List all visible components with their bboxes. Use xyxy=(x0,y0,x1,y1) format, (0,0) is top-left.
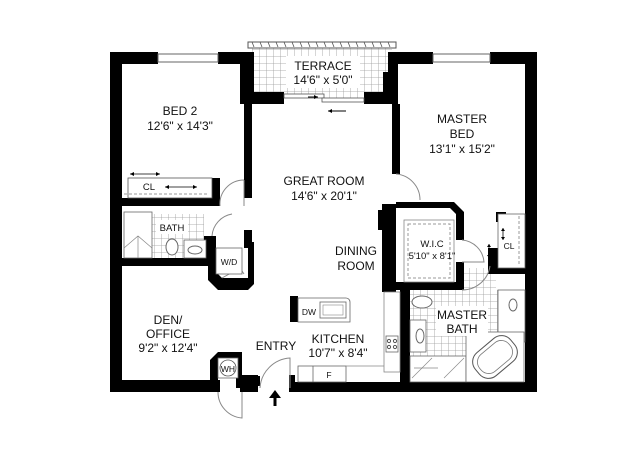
den-label-1: DEN/ xyxy=(154,313,183,327)
den-size: 9'2" x 12'4" xyxy=(138,341,197,355)
bed2-label: BED 2 xyxy=(163,104,198,118)
bed2-size: 12'6" x 14'3" xyxy=(147,119,213,133)
washer-dryer-box xyxy=(215,247,243,275)
great-room-size: 14'6" x 20'1" xyxy=(291,189,357,203)
terrace-size: 14'6" x 5'0" xyxy=(293,73,352,87)
bed2-closet-label: CL xyxy=(143,182,155,193)
terrace-railing xyxy=(247,41,397,49)
water-heater-icon xyxy=(219,359,237,377)
entry-arrow-icon xyxy=(269,390,281,406)
master-closet[interactable] xyxy=(487,213,526,269)
dishwasher-label: DW xyxy=(302,307,316,317)
bath-label: BATH xyxy=(160,223,185,234)
master-closet-label: CL xyxy=(504,241,515,251)
master-bath-label-2: BATH xyxy=(446,322,477,336)
terrace-label: TERRACE xyxy=(294,59,351,73)
fridge-label: F xyxy=(326,370,331,380)
room-labels: TERRACE 14'6" x 5'0" BED 2 12'6" x 14'3"… xyxy=(138,56,515,380)
dining-label-2: ROOM xyxy=(337,259,374,273)
entry-label: ENTRY xyxy=(256,339,296,353)
windows xyxy=(157,53,491,63)
kitchen-label: KITCHEN xyxy=(312,332,365,346)
wic-size: 5'10" x 8'1" xyxy=(409,251,456,262)
wic-interior xyxy=(403,219,455,283)
kitchen-fixtures xyxy=(297,291,401,383)
door-swings xyxy=(211,173,491,419)
bed2-closet[interactable] xyxy=(124,172,213,199)
master-bed-label-1: MASTER xyxy=(437,112,487,126)
master-bath-label-1: MASTER xyxy=(437,308,487,322)
great-room-label: GREAT ROOM xyxy=(284,174,365,188)
terrace-sliding-door[interactable] xyxy=(283,93,365,113)
master-bed-label-2: BED xyxy=(450,127,475,141)
wic-label: W.I.C xyxy=(420,239,443,250)
master-bath-fixtures xyxy=(409,289,526,383)
water-heater-label: WH xyxy=(221,364,235,374)
master-bed-size: 13'1" x 15'2" xyxy=(429,142,495,156)
bath-fixtures xyxy=(123,211,207,259)
kitchen-size: 10'7" x 8'4" xyxy=(308,346,367,360)
den-label-2: OFFICE xyxy=(146,327,190,341)
dining-label-1: DINING xyxy=(335,244,377,258)
washer-dryer-label: W/D xyxy=(221,257,238,267)
